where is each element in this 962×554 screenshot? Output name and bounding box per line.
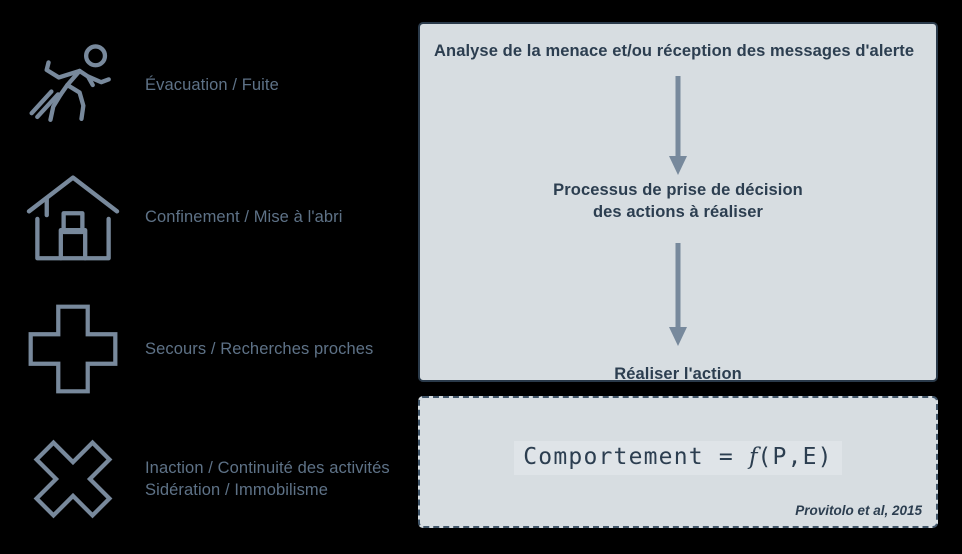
legend-item-label: Évacuation / Fuite: [145, 76, 279, 94]
legend-item-evacuation: Évacuation / Fuite: [26, 30, 411, 140]
formula-expression: Comportement = f(P,E): [514, 441, 842, 475]
behaviour-formula: Comportement = f(P,E): [420, 441, 936, 475]
x-cross-icon: [26, 429, 120, 529]
formula-function-f: f: [748, 444, 758, 470]
source-citation: Provitolo et al, 2015: [795, 503, 922, 518]
down-arrow-icon: [667, 76, 689, 176]
legend-item-label: Confinement / Mise à l'abri: [145, 208, 343, 226]
legend-item-confinement: Confinement / Mise à l'abri: [26, 162, 411, 272]
process-step-action: Réaliser l'action: [614, 365, 742, 383]
process-step-decision: Processus de prise de décision des actio…: [553, 181, 803, 221]
formula-left: Comportement =: [523, 444, 749, 470]
behaviour-legend: Évacuation / Fuite Confinement / Mise à …: [0, 0, 415, 554]
house-icon: [26, 167, 120, 267]
behaviour-formula-panel: Comportement = f(P,E) Provitolo et al, 2…: [418, 396, 938, 528]
legend-item-label: Secours / Recherches proches: [145, 340, 374, 358]
formula-args: (P,E): [757, 444, 833, 470]
legend-item-secours: Secours / Recherches proches: [26, 294, 411, 404]
down-arrow-icon: [667, 243, 689, 347]
medical-cross-icon: [26, 299, 120, 399]
running-person-icon: [26, 35, 120, 135]
legend-item-inaction: Inaction / Continuité des activités Sidé…: [26, 424, 411, 534]
legend-item-label: Inaction / Continuité des activités Sidé…: [145, 459, 390, 499]
decision-process-panel: Analyse de la menace et/ou réception des…: [418, 22, 938, 383]
process-step-analysis: Analyse de la menace et/ou réception des…: [434, 42, 915, 60]
